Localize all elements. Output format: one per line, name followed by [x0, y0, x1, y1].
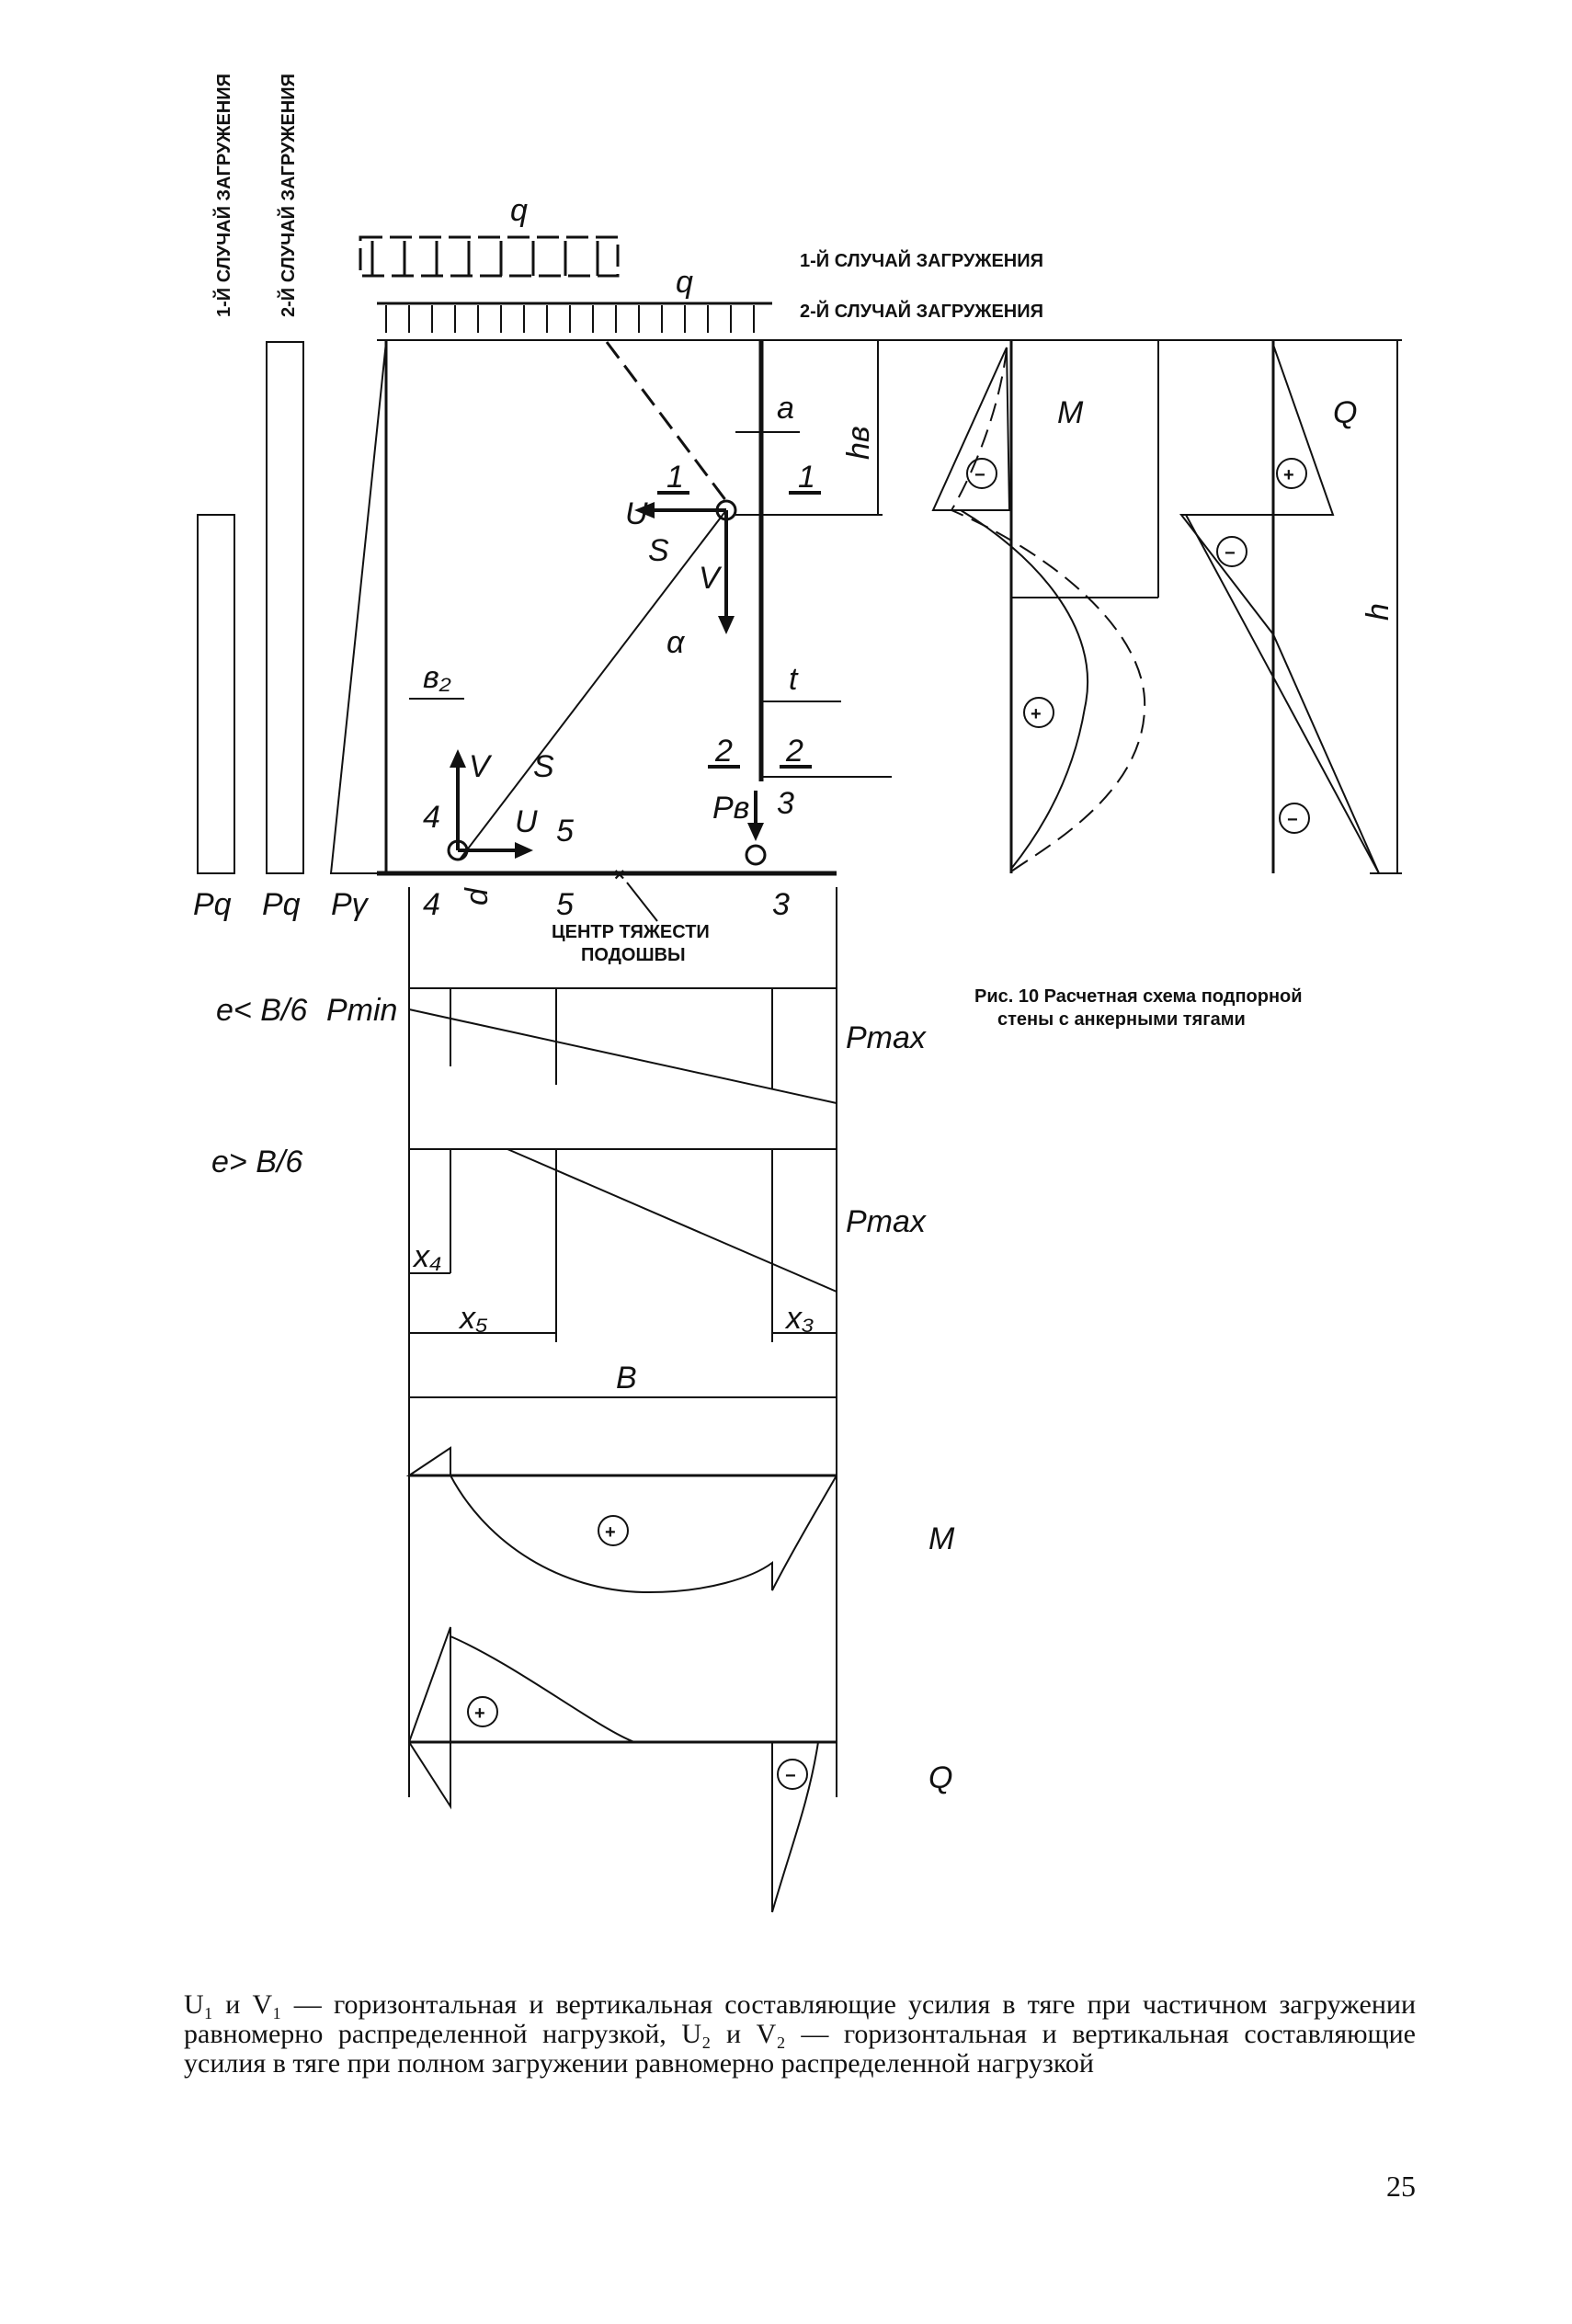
x4-label: x₄: [412, 1239, 442, 1274]
minus-q-base: −: [785, 1766, 796, 1786]
pgamma-label: Pγ: [331, 887, 370, 922]
sec4-top: 4: [423, 800, 440, 835]
q-label-2: q: [676, 265, 693, 300]
sec3-top: 3: [777, 786, 794, 821]
e-more-label: e> B/6: [211, 1145, 302, 1179]
pressure-triangle-pgamma: [329, 341, 387, 874]
q-label-1: q: [510, 193, 528, 228]
s-label-upper: S: [648, 533, 669, 568]
q-label-wall: Q: [1333, 395, 1357, 430]
hb-label: hв: [841, 426, 876, 460]
anchor-tie: [459, 509, 727, 860]
plus-m-base: +: [605, 1522, 616, 1543]
centroid-x: ×: [614, 865, 625, 885]
sec2-left: 2: [714, 734, 733, 769]
b-label: B: [616, 1361, 637, 1396]
pressure-column-pq1: [197, 514, 235, 874]
minus-m-wall: −: [974, 465, 985, 485]
sec5-top: 5: [556, 814, 574, 849]
sec5-bottom: 5: [556, 887, 574, 922]
sec4-bottom: 4: [423, 887, 440, 922]
minus-q-wall: −: [1225, 543, 1236, 564]
pb-label: Pв: [712, 791, 749, 826]
case1-vertical-label: 1-Й СЛУЧАЙ ЗАГРУЖЕНИЯ: [212, 74, 234, 317]
h-label: h: [1361, 603, 1395, 621]
case1-load: [359, 235, 620, 278]
u-label-lower: U: [515, 804, 538, 839]
a-label: a: [777, 391, 794, 426]
sec1-right: 1: [798, 460, 815, 495]
x3-label: x₃: [784, 1301, 814, 1336]
s-label-lower: S: [533, 749, 554, 784]
alpha-label: α: [666, 625, 686, 660]
v-label-lower: V: [469, 749, 493, 784]
m-label-base: M: [928, 1521, 955, 1556]
centroid-label: ЦЕНТР ТЯЖЕСТИ: [552, 922, 710, 942]
plus-q-wall-1: +: [1283, 465, 1294, 485]
figure-caption-line1: Рис. 10 Расчетная схема подпорной: [974, 986, 1303, 1007]
b2-label: в₂: [423, 660, 451, 695]
u-label-upper: U: [625, 496, 648, 531]
case2-vertical-label: 2-Й СЛУЧАЙ ЗАГРУЖЕНИЯ: [277, 74, 299, 317]
t-label: t: [789, 662, 799, 697]
case2-label: 2-Й СЛУЧАЙ ЗАГРУЖЕНИЯ: [800, 300, 1043, 322]
pmin-label: Pmin: [326, 993, 397, 1028]
retaining-wall-diagram: 1-Й СЛУЧАЙ ЗАГРУЖЕНИЯ 2-Й СЛУЧАЙ ЗАГРУЖЕ…: [193, 74, 1402, 1913]
front-support: [745, 844, 767, 866]
figure-caption-line2: стены с анкерными тягами: [997, 1009, 1246, 1030]
sec2-right: 2: [785, 734, 803, 769]
v-label-upper: V: [699, 561, 723, 596]
pq-label-1: Pq: [193, 887, 232, 922]
x5-label: x₅: [458, 1301, 488, 1336]
m-label-wall: M: [1057, 395, 1084, 430]
caption-text: U₁ и V₁ — горизонтальная и вертикальная …: [184, 1989, 1416, 2079]
pq-label-2: Pq: [262, 887, 301, 922]
plus-m-wall: +: [1031, 704, 1042, 724]
case2-load: [377, 302, 772, 333]
sec3-bottom: 3: [772, 887, 790, 922]
page-number: 25: [1386, 2170, 1416, 2203]
q-label-base: Q: [928, 1760, 952, 1795]
pmax-label-2: Pmax: [846, 1204, 927, 1239]
d-label: d: [460, 887, 495, 906]
case1-label: 1-Й СЛУЧАЙ ЗАГРУЖЕНИЯ: [800, 249, 1043, 271]
minus-q-wall-2: −: [1287, 810, 1298, 830]
sec1-left: 1: [666, 460, 684, 495]
pressure-column-pq2: [266, 341, 304, 874]
pmax-label-1: Pmax: [846, 1020, 927, 1055]
plus-q-base: +: [474, 1703, 485, 1724]
e-less-label: e< B/6: [216, 993, 307, 1028]
centroid-label-2: ПОДОШВЫ: [581, 945, 686, 965]
